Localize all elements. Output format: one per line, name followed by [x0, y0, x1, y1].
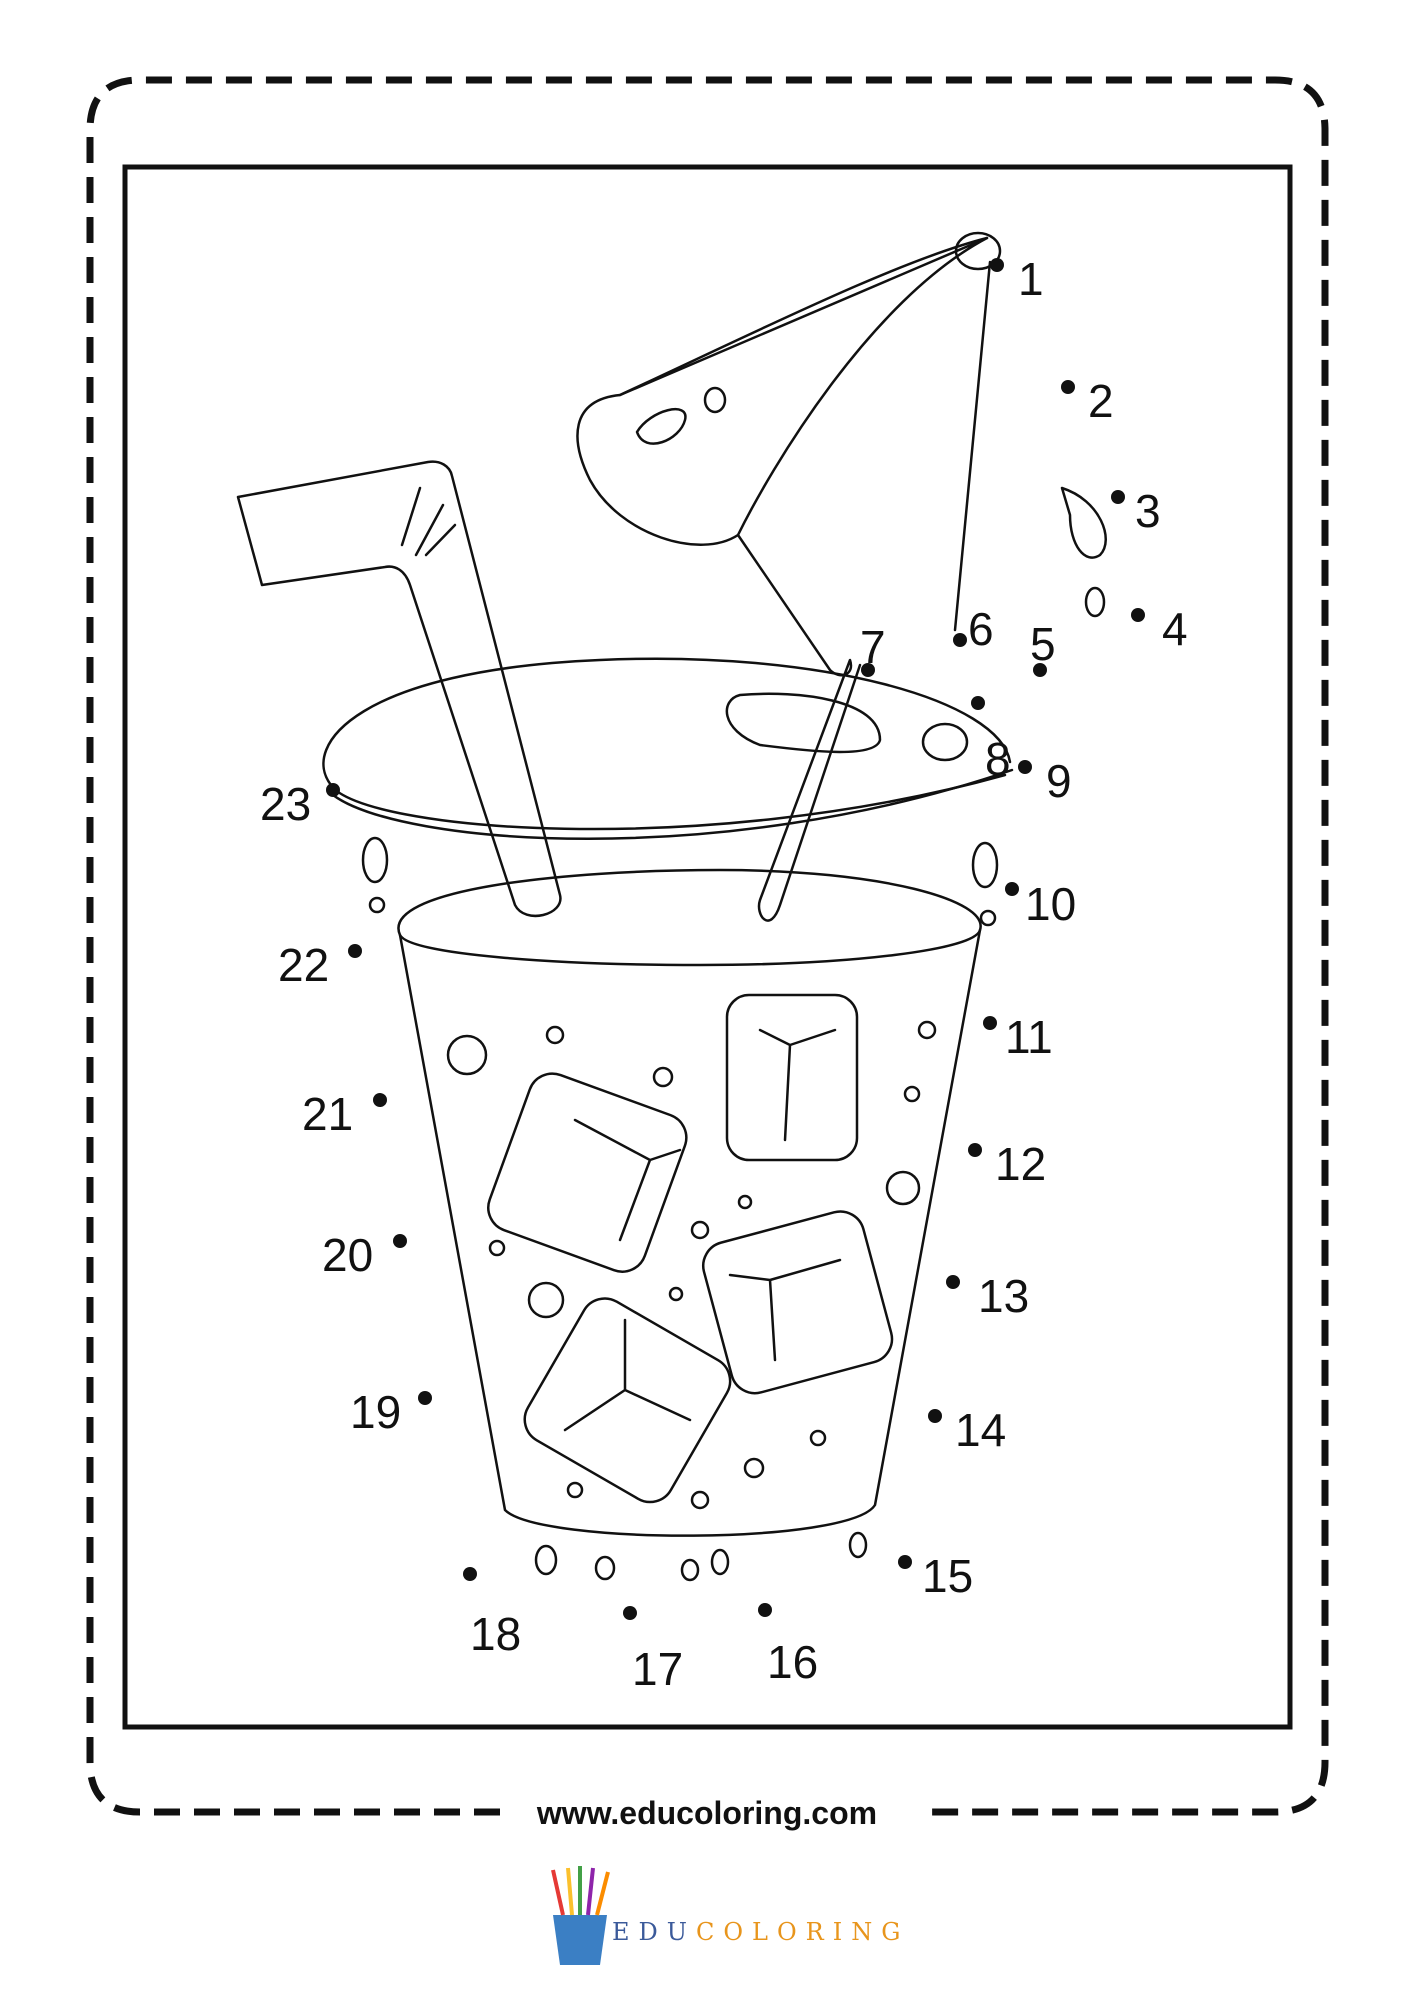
pencil-cup-icon — [551, 1866, 610, 1965]
umbrella-tip — [954, 231, 1002, 271]
dot-label-19: 19 — [350, 1386, 401, 1438]
ice-cube-3-mark — [728, 1258, 842, 1362]
ice-cube-1 — [725, 993, 859, 1162]
cup-body — [398, 928, 982, 1537]
dot-label-22: 22 — [278, 939, 329, 991]
dot-label-16: 16 — [767, 1636, 818, 1688]
dot-label-17: 17 — [632, 1643, 683, 1695]
dot-label-13: 13 — [978, 1270, 1029, 1322]
dot-4 — [1131, 608, 1145, 622]
brand-name: EDUCOLORING — [612, 1918, 909, 1946]
dot-1 — [990, 258, 1004, 272]
umbrella-stick — [953, 260, 992, 632]
lemon-slice-outline — [322, 657, 1012, 787]
dot-label-10: 10 — [1025, 878, 1076, 930]
lemon-slice-rim-inner — [331, 768, 1014, 840]
dot-label-4: 4 — [1162, 603, 1188, 655]
dot-label-1: 1 — [1018, 253, 1044, 305]
brand-logo: EDUCOLORING — [551, 1866, 909, 1965]
straw-ridge-3 — [424, 523, 457, 557]
straw-ridge-1 — [400, 486, 422, 547]
dot-6 — [953, 633, 967, 647]
dot-label-6: 6 — [968, 603, 994, 655]
dot-23 — [326, 783, 340, 797]
dot-label-2: 2 — [1088, 375, 1114, 427]
dot-8 — [971, 696, 985, 710]
dot-16 — [758, 1603, 772, 1617]
dot-19 — [418, 1391, 432, 1405]
dashed-outer-border — [86, 76, 1329, 1816]
lemon-slice-highlight — [725, 692, 882, 754]
ice-cube-4 — [523, 1297, 732, 1504]
dot-label-5: 5 — [1030, 618, 1056, 670]
ice-cube-4-mark — [563, 1318, 692, 1432]
drink-drawing — [236, 231, 1107, 1582]
dot-label-8: 8 — [985, 733, 1011, 785]
dot-9 — [1018, 760, 1032, 774]
umbrella-canopy — [576, 236, 989, 546]
dot-label-12: 12 — [995, 1138, 1046, 1190]
dot-label-23: 23 — [260, 778, 311, 830]
dot-5 — [1033, 663, 1047, 677]
dot-label-9: 9 — [1046, 755, 1072, 807]
dot-label-18: 18 — [470, 1608, 521, 1660]
dot-13 — [946, 1275, 960, 1289]
dot-label-21: 21 — [302, 1088, 353, 1140]
ice-cube-2 — [487, 1072, 688, 1273]
dot-12 — [968, 1143, 982, 1157]
bubbles — [361, 486, 1107, 1582]
inner-frame — [122, 164, 1293, 1730]
umbrella-shine-2 — [703, 386, 727, 414]
dot-label-14: 14 — [955, 1404, 1006, 1456]
cup-rim — [397, 868, 982, 967]
dot-22 — [348, 944, 362, 958]
dot-3 — [1111, 490, 1125, 504]
dot-7 — [861, 663, 875, 677]
umbrella-shine-1 — [635, 408, 687, 445]
dot-label-3: 3 — [1135, 485, 1161, 537]
dot-17 — [623, 1606, 637, 1620]
dot-10 — [1005, 882, 1019, 896]
site-url: www.educoloring.com — [536, 1795, 877, 1831]
ice-cube-2-mark — [573, 1118, 682, 1242]
dot-label-7: 7 — [860, 621, 886, 673]
brand-name-part1: EDU — [612, 1918, 696, 1946]
straw — [236, 460, 562, 918]
ice-cube-3 — [702, 1210, 894, 1395]
dot-2 — [1061, 380, 1075, 394]
dot-label-15: 15 — [922, 1550, 973, 1602]
umbrella-canopy-bottom — [618, 236, 989, 397]
straw-ridge-2 — [414, 503, 445, 557]
ice-cube-1-mark — [758, 1028, 837, 1142]
dot-14 — [928, 1409, 942, 1423]
dot-15 — [898, 1555, 912, 1569]
dot-11 — [983, 1016, 997, 1030]
dot-18 — [463, 1567, 477, 1581]
brand-name-part2: COLORING — [696, 1918, 909, 1946]
dot-label-11: 11 — [1005, 1011, 1053, 1063]
lemon-slice-rim — [329, 773, 1007, 831]
umbrella-pole — [736, 533, 862, 922]
dot-20 — [393, 1234, 407, 1248]
dot-label-20: 20 — [322, 1229, 373, 1281]
dot-21 — [373, 1093, 387, 1107]
